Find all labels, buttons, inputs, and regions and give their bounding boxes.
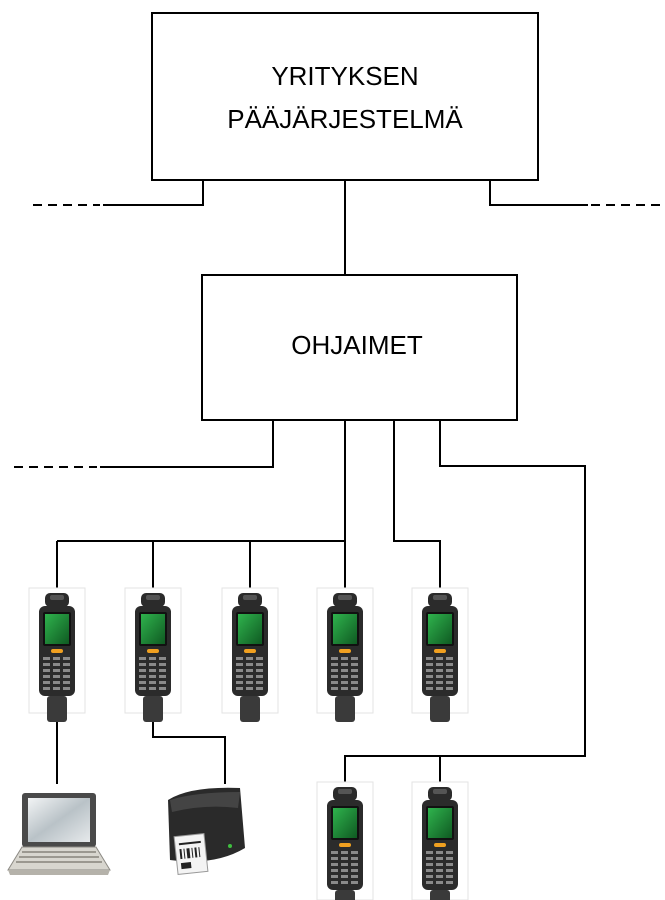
- laptop-icon: [8, 793, 110, 875]
- main-system-box: [152, 13, 538, 180]
- handheld-scanner-icon: [29, 588, 85, 722]
- main-system-label-line1: YRITYKSEN: [271, 61, 418, 91]
- handheld-scanner-icon: [317, 782, 373, 900]
- handheld-scanner-icon: [412, 782, 468, 900]
- connector-controllers-left: [100, 420, 273, 467]
- handheld-scanner-icon: [125, 588, 181, 722]
- handheld-scanner-icon: [412, 588, 468, 722]
- link-scanner-to-printer: [153, 712, 225, 784]
- drop-scanner-5: [394, 420, 440, 588]
- label-printer-icon: [168, 788, 245, 875]
- main-system-label-line2: PÄÄJÄRJESTELMÄ: [227, 104, 463, 134]
- handheld-scanner-icon: [317, 588, 373, 722]
- connector-top-right: [490, 180, 588, 205]
- handheld-scanner-icon: [222, 588, 278, 722]
- connector-top-left: [103, 180, 203, 205]
- controllers-label: OHJAIMET: [291, 330, 423, 360]
